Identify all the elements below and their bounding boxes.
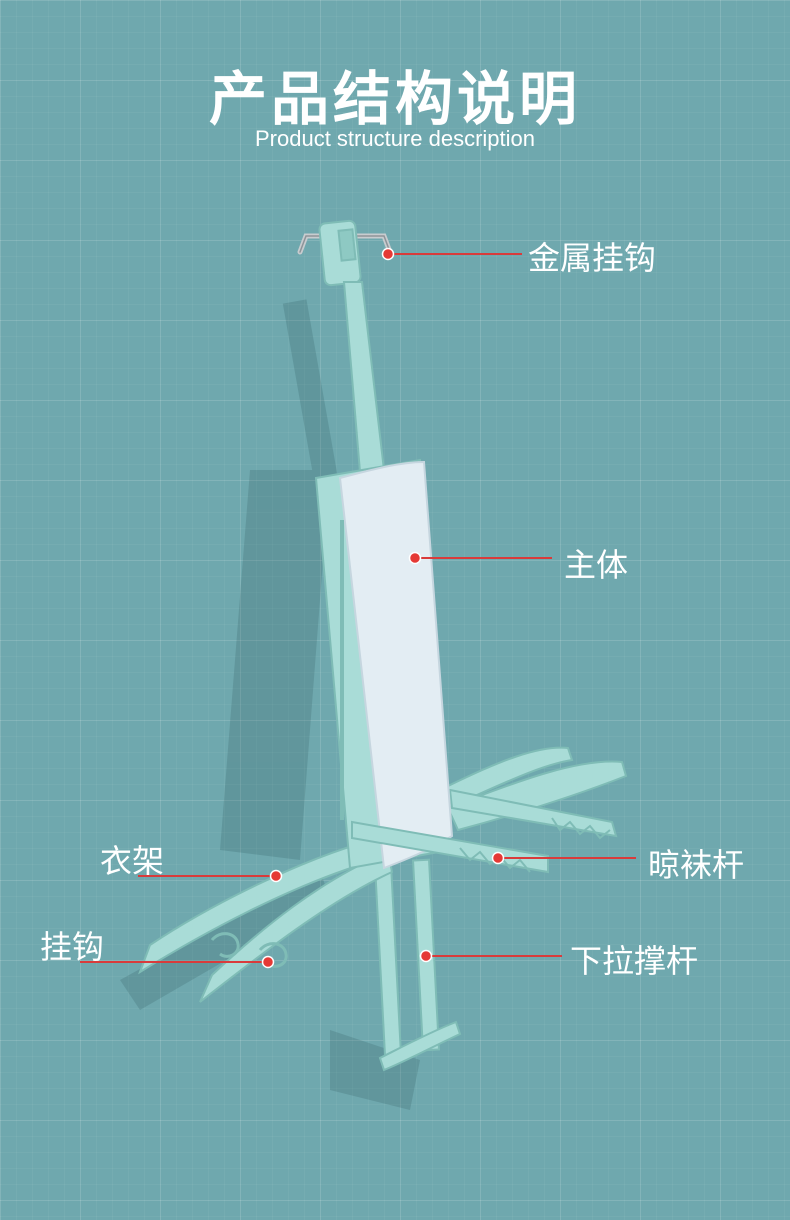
page-subtitle: Product structure description [254,126,536,151]
product-shadow [120,299,420,1110]
page-title: 产品结构说明 [208,65,581,133]
label-clip-hook: 挂钩 [40,928,105,966]
label-hanger: 衣架 [100,842,165,880]
pull-down-support [373,858,462,1072]
main-body-part [314,458,454,870]
label-metal-hook: 金属挂钩 [528,239,657,277]
top-rod [318,219,386,474]
upper-hangers [438,746,628,840]
label-sock-bar: 晾袜杆 [648,846,745,884]
label-main-body: 主体 [564,546,629,584]
lower-hangers [138,838,394,1003]
label-pull-support: 下拉撑杆 [570,942,699,980]
callout-hanger [138,869,283,883]
callout-pull-support [419,949,562,963]
callout-clip-hook [80,955,275,969]
callout-sock-bar [491,851,636,865]
callout-main-body [408,551,552,565]
callout-metal-hook [381,247,522,261]
